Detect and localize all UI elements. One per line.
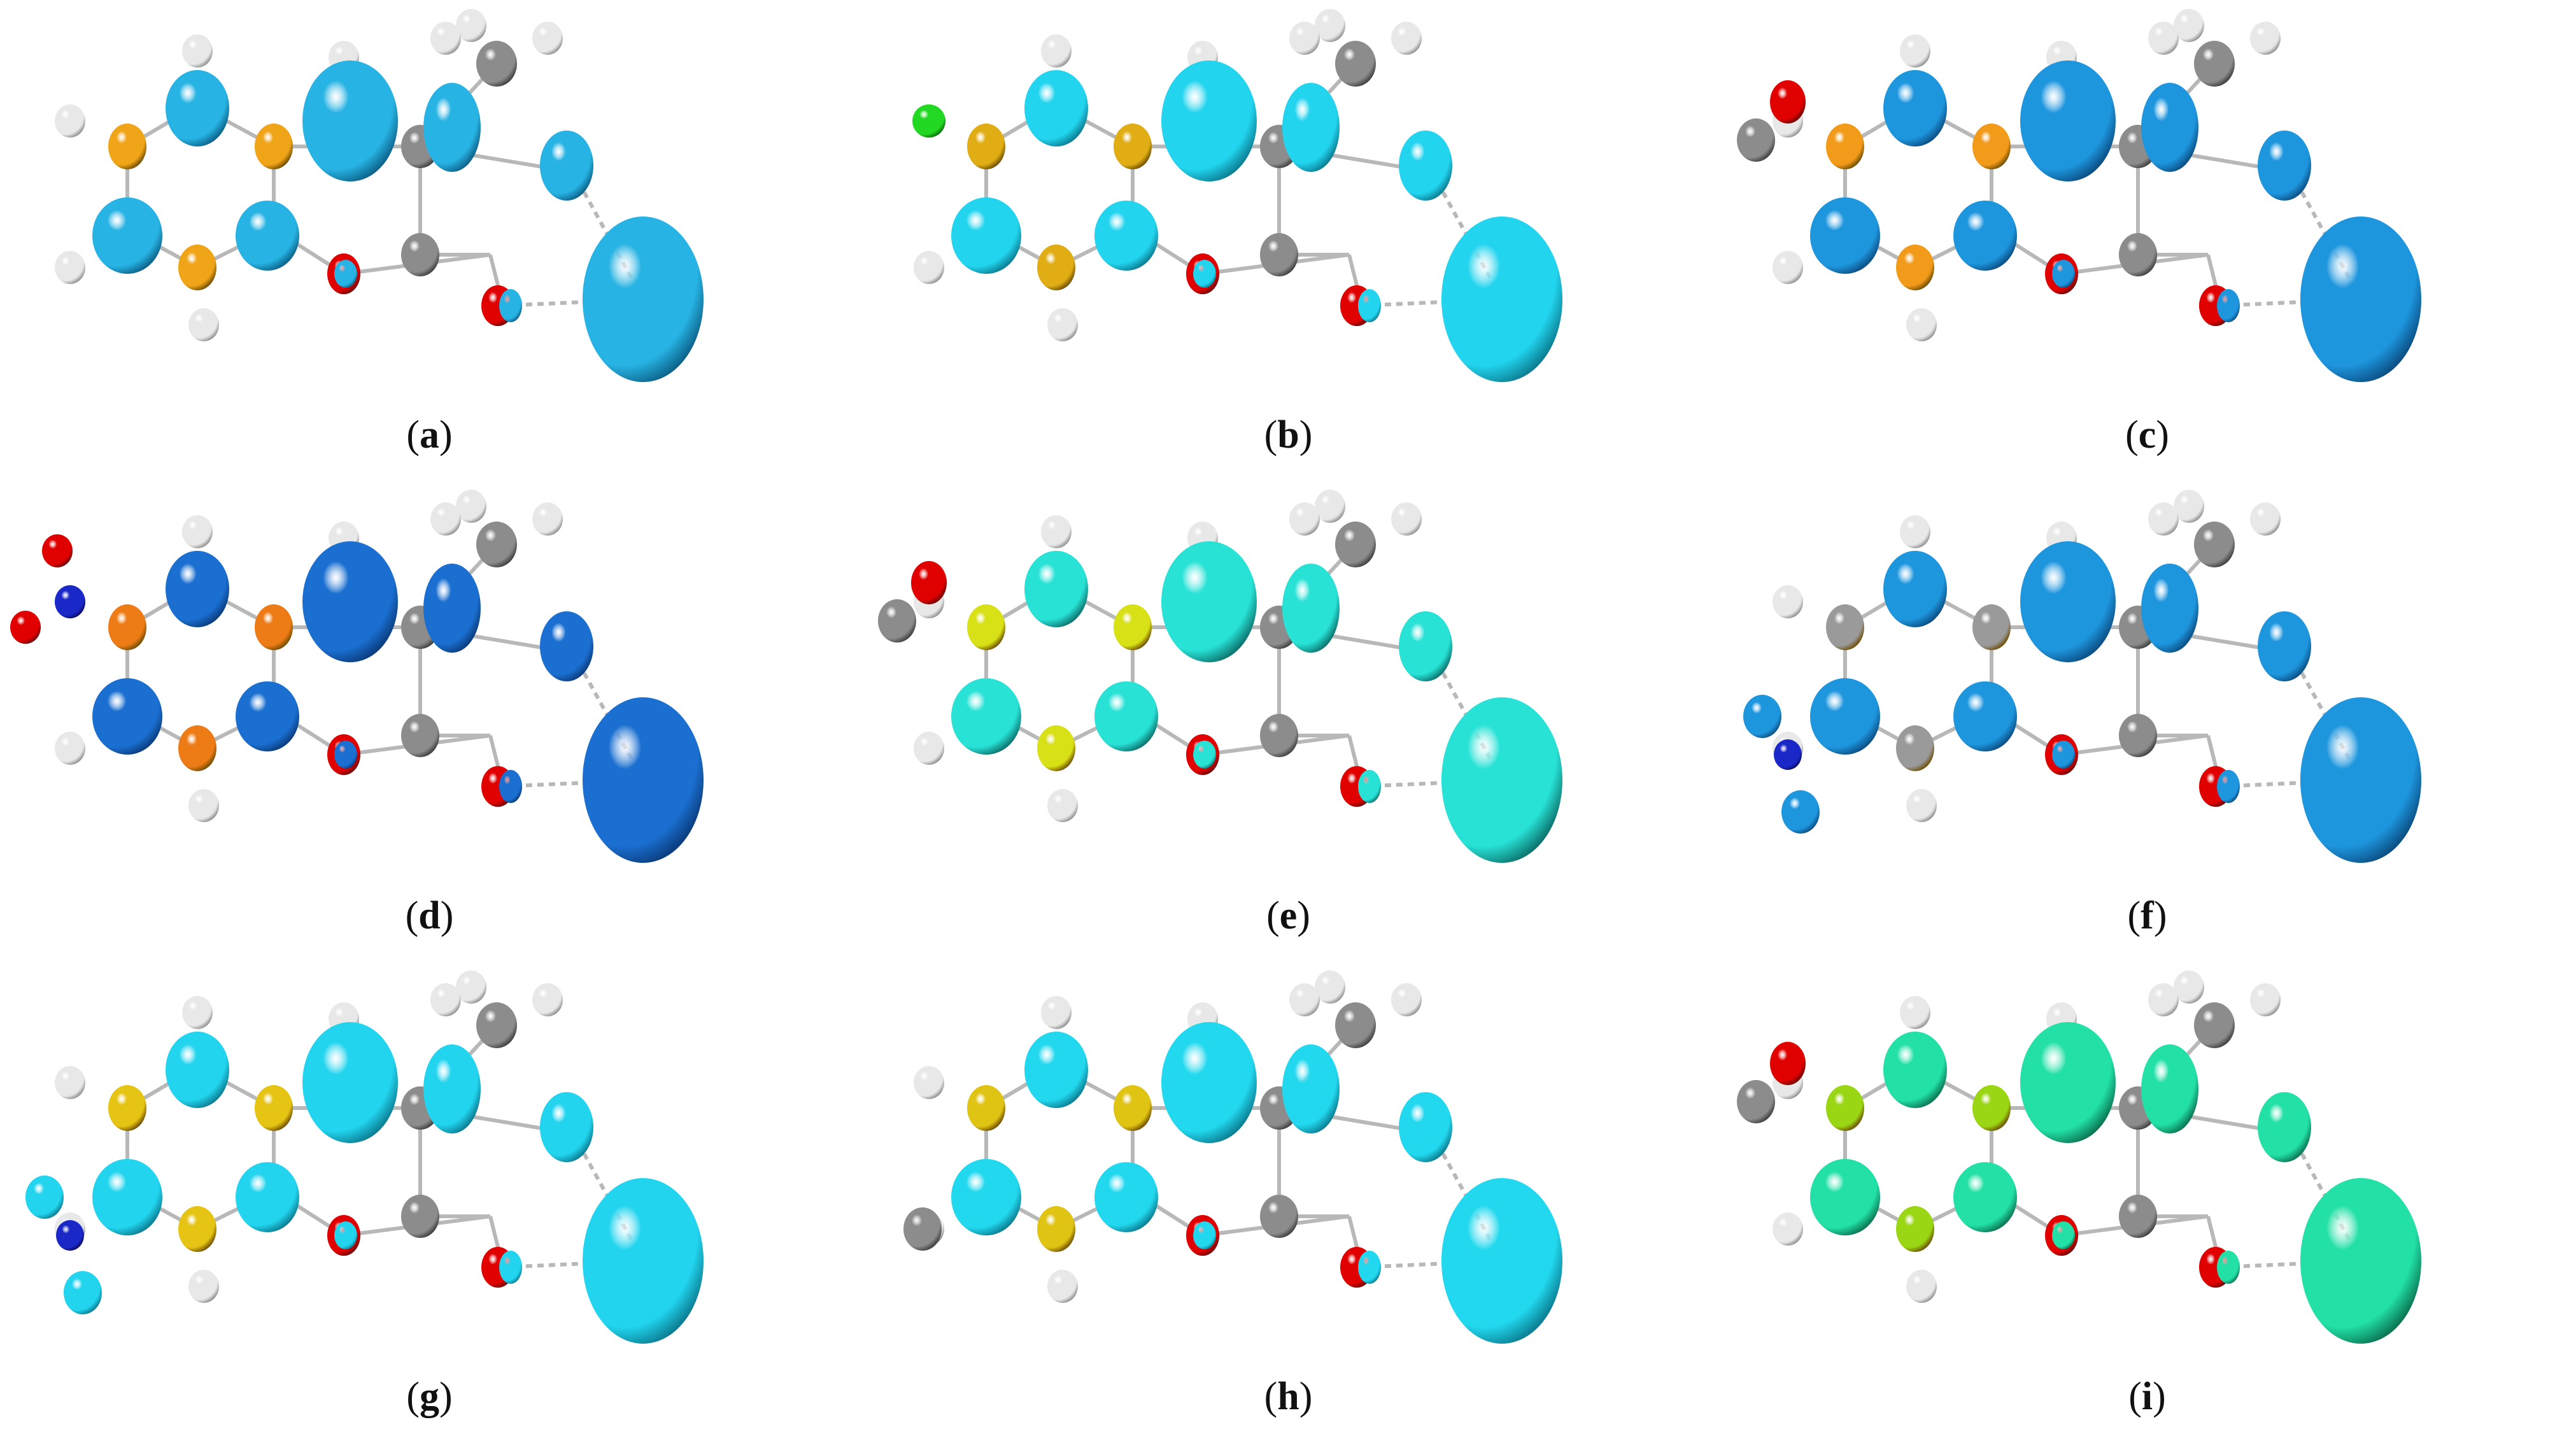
molecule-orbital-diagram [1743, 490, 2421, 863]
molecule-orbital-diagram [903, 970, 1562, 1344]
molecule-orbital-diagram [912, 9, 1562, 382]
panel-label: (g) [406, 1375, 453, 1418]
panel-label: (i) [2128, 1375, 2166, 1418]
molecule-orbital-diagram [1737, 9, 2421, 382]
panel-label: (c) [2125, 413, 2169, 457]
panel-d: (d) [0, 481, 859, 962]
panel-label: (a) [406, 413, 453, 457]
panel-e: (e) [859, 481, 1718, 962]
panel-g: (g) [0, 962, 859, 1442]
panel-f: (f) [1718, 481, 2576, 962]
panel-label: (e) [1266, 894, 1310, 937]
molecule-orbital-diagram [1737, 970, 2421, 1344]
molecule-orbital-diagram [55, 9, 704, 382]
panel-i: (i) [1718, 962, 2576, 1442]
panel-c: (c) [1718, 0, 2576, 481]
panel-h: (h) [859, 962, 1718, 1442]
panel-b: (b) [859, 0, 1718, 481]
panel-label: (h) [1264, 1375, 1313, 1418]
panel-label: (f) [2127, 894, 2167, 937]
molecule-orbital-diagram [25, 970, 704, 1344]
molecule-orbital-diagram [10, 490, 704, 863]
panel-a: (a) [0, 0, 859, 481]
panel-label: (b) [1264, 413, 1313, 457]
molecule-orbital-diagram [878, 490, 1562, 863]
panel-label: (d) [405, 894, 454, 937]
